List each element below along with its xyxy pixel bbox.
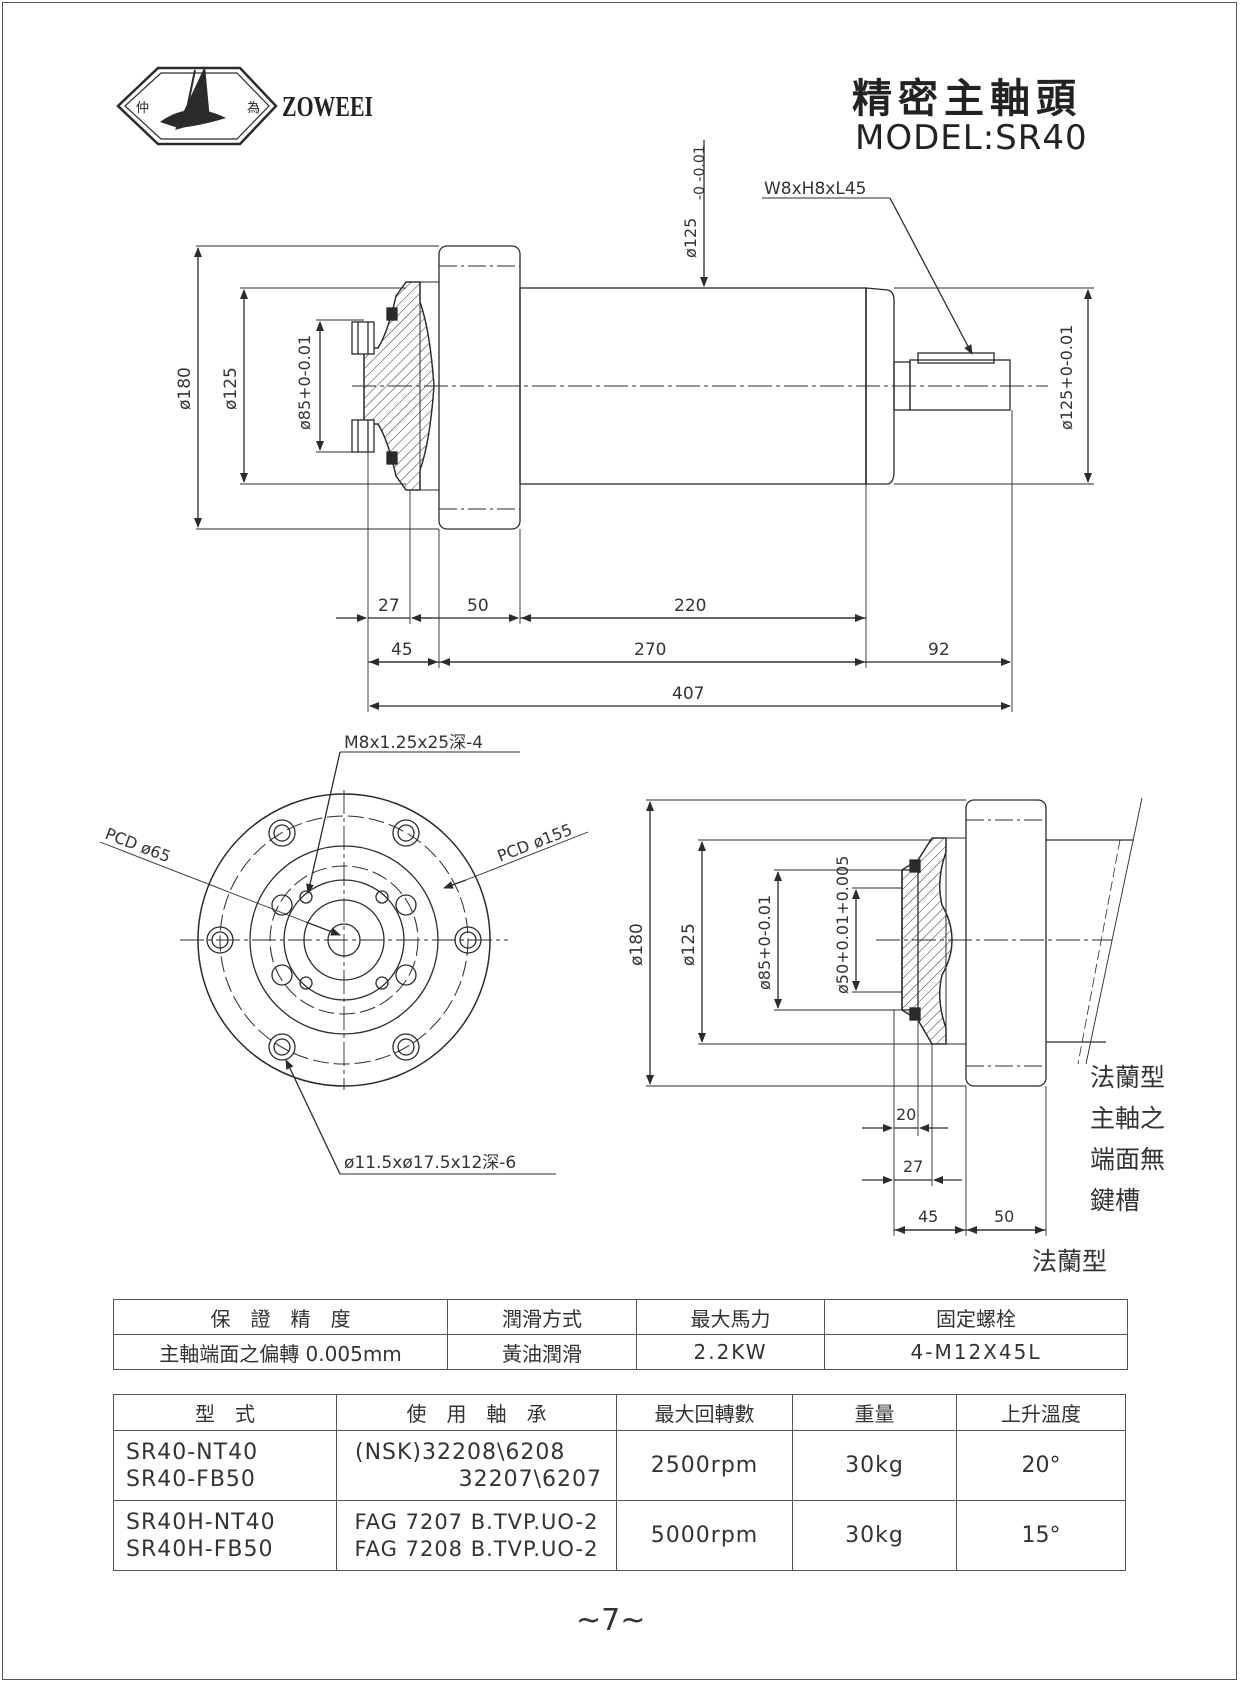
pcd-65-label: PCD ø65 [103, 824, 174, 866]
side-dia-125-right: ø125+0-0.01 [1057, 325, 1076, 430]
side-dia-125-left: ø125 [221, 367, 241, 410]
dim-407: 407 [672, 684, 704, 704]
threaded-holes [271, 890, 417, 990]
value-accuracy: 主軸端面之偏轉 0.005mm [113, 1334, 448, 1370]
company-logo: 仲 為 [116, 66, 278, 146]
bearing-name: (NSK)32208\6208 [355, 1439, 566, 1465]
bearing-name: FAG 7207 B.TVP.UO-2 [354, 1509, 599, 1534]
rpm-cell: 2500rpm [616, 1430, 793, 1501]
side-view: ø180 ø125 ø85+0-0.01 ø125 -0 -0.01 ø125+… [175, 140, 1094, 712]
flange-dia-50: ø50+0.01+0.005 [833, 856, 852, 994]
side-dia-125-top: ø125 [681, 218, 700, 258]
rpm-cell: 5000rpm [616, 1500, 793, 1571]
header-horsepower: 最大馬力 [636, 1299, 825, 1335]
pcd-155-label: PCD ø155 [495, 820, 575, 866]
bearing-name: 32207\6207 [458, 1466, 602, 1492]
header-weight: 重量 [792, 1394, 957, 1431]
dim-270: 270 [634, 640, 666, 660]
dim-45: 45 [391, 640, 413, 660]
key-label: W8xH8xL45 [764, 179, 866, 199]
weight-cell: 30kg [792, 1500, 957, 1571]
flange-note-line-2: 主軸之 [1090, 1104, 1165, 1133]
model-name: SR40H-FB50 [126, 1536, 274, 1562]
side-dia-180: ø180 [175, 367, 195, 410]
model-name: SR40-FB50 [126, 1466, 256, 1492]
header-accuracy: 保 證 精 度 [113, 1299, 448, 1335]
model-name: SR40-NT40 [126, 1439, 259, 1465]
bearing-name: FAG 7208 B.TVP.UO-2 [354, 1536, 599, 1561]
front-view: M8x1.25x25深-4 PCD ø65 PCD ø155 ø11.5xø17… [99, 733, 589, 1175]
table-row: 主軸端面之偏轉 0.005mm 黃油潤滑 2.2KW 4-M12X45L [113, 1334, 1128, 1370]
temp-cell: 15° [956, 1500, 1126, 1571]
dim-27: 27 [378, 596, 400, 616]
page-number: ~7~ [576, 1603, 646, 1638]
hole-label: ø11.5xø17.5x12深-6 [344, 1153, 516, 1173]
table-row: SR40H-NT40 SR40H-FB50 FAG 7207 B.TVP.UO-… [113, 1500, 1126, 1571]
header-bearing: 使 用 軸 承 [336, 1394, 617, 1431]
spec-table-2: 型 式 使 用 軸 承 最大回轉數 重量 上升溫度 SR40-NT40 SR40… [113, 1394, 1126, 1571]
table-row: 保 證 精 度 潤滑方式 最大馬力 固定螺栓 [113, 1299, 1128, 1335]
table-row: SR40-NT40 SR40-FB50 (NSK)32208\6208 3220… [113, 1430, 1126, 1501]
logo-char-right: 為 [247, 100, 260, 116]
value-bolts: 4-M12X45L [824, 1334, 1128, 1370]
value-horsepower: 2.2KW [636, 1334, 825, 1370]
side-dia-85: ø85+0-0.01 [295, 335, 314, 430]
flange-dia-180: ø180 [627, 923, 647, 966]
header-model: 型 式 [113, 1394, 337, 1431]
flange-dim-20: 20 [896, 1105, 916, 1124]
models-cell: SR40H-NT40 SR40H-FB50 [113, 1500, 337, 1571]
header-temp-rise: 上升溫度 [956, 1394, 1126, 1431]
flange-note-line-1: 法蘭型 [1090, 1063, 1165, 1092]
spec-table-1: 保 證 精 度 潤滑方式 最大馬力 固定螺栓 主軸端面之偏轉 0.005mm 黃… [113, 1299, 1128, 1370]
counterbore-holes [206, 819, 482, 1061]
side-dia-125-top-tol: -0 -0.01 [692, 145, 708, 200]
models-cell: SR40-NT40 SR40-FB50 [113, 1430, 337, 1501]
thread-label: M8x1.25x25深-4 [344, 733, 483, 753]
dim-220: 220 [674, 596, 706, 616]
logo-char-left: 仲 [136, 101, 149, 116]
weight-cell: 30kg [792, 1430, 957, 1501]
model-name: SR40H-NT40 [126, 1509, 276, 1535]
logo-text: ZOWEEI [282, 92, 374, 123]
value-lubrication: 黃油潤滑 [447, 1334, 637, 1370]
flange-dim-27: 27 [903, 1157, 923, 1176]
dim-50: 50 [467, 596, 489, 616]
header-lubrication: 潤滑方式 [447, 1299, 637, 1335]
table-row: 型 式 使 用 軸 承 最大回轉數 重量 上升溫度 [113, 1394, 1126, 1431]
bearings-cell: FAG 7207 B.TVP.UO-2 FAG 7208 B.TVP.UO-2 [336, 1500, 617, 1571]
page-title: 精密主軸頭 [852, 76, 1082, 122]
header-bolts: 固定螺栓 [824, 1299, 1128, 1335]
header-max-rpm: 最大回轉數 [616, 1394, 793, 1431]
flange-dim-45: 45 [918, 1207, 938, 1226]
model-title: MODEL:SR40 [855, 118, 1088, 158]
flange-note-line-3: 端面無 [1090, 1145, 1165, 1174]
flange-dim-50: 50 [994, 1207, 1014, 1226]
flange-dia-125: ø125 [679, 923, 699, 966]
dim-92: 92 [928, 640, 950, 660]
flange-caption: 法蘭型 [1032, 1247, 1107, 1276]
flange-note-line-4: 鍵槽 [1090, 1186, 1140, 1215]
bearings-cell: (NSK)32208\6208 32207\6207 [336, 1430, 617, 1501]
flange-view: ø180 ø125 ø85+0-0.01 ø50+0.01+0.005 20 2… [627, 797, 1165, 1276]
temp-cell: 20° [956, 1430, 1126, 1501]
flange-dia-85: ø85+0-0.01 [755, 895, 774, 990]
